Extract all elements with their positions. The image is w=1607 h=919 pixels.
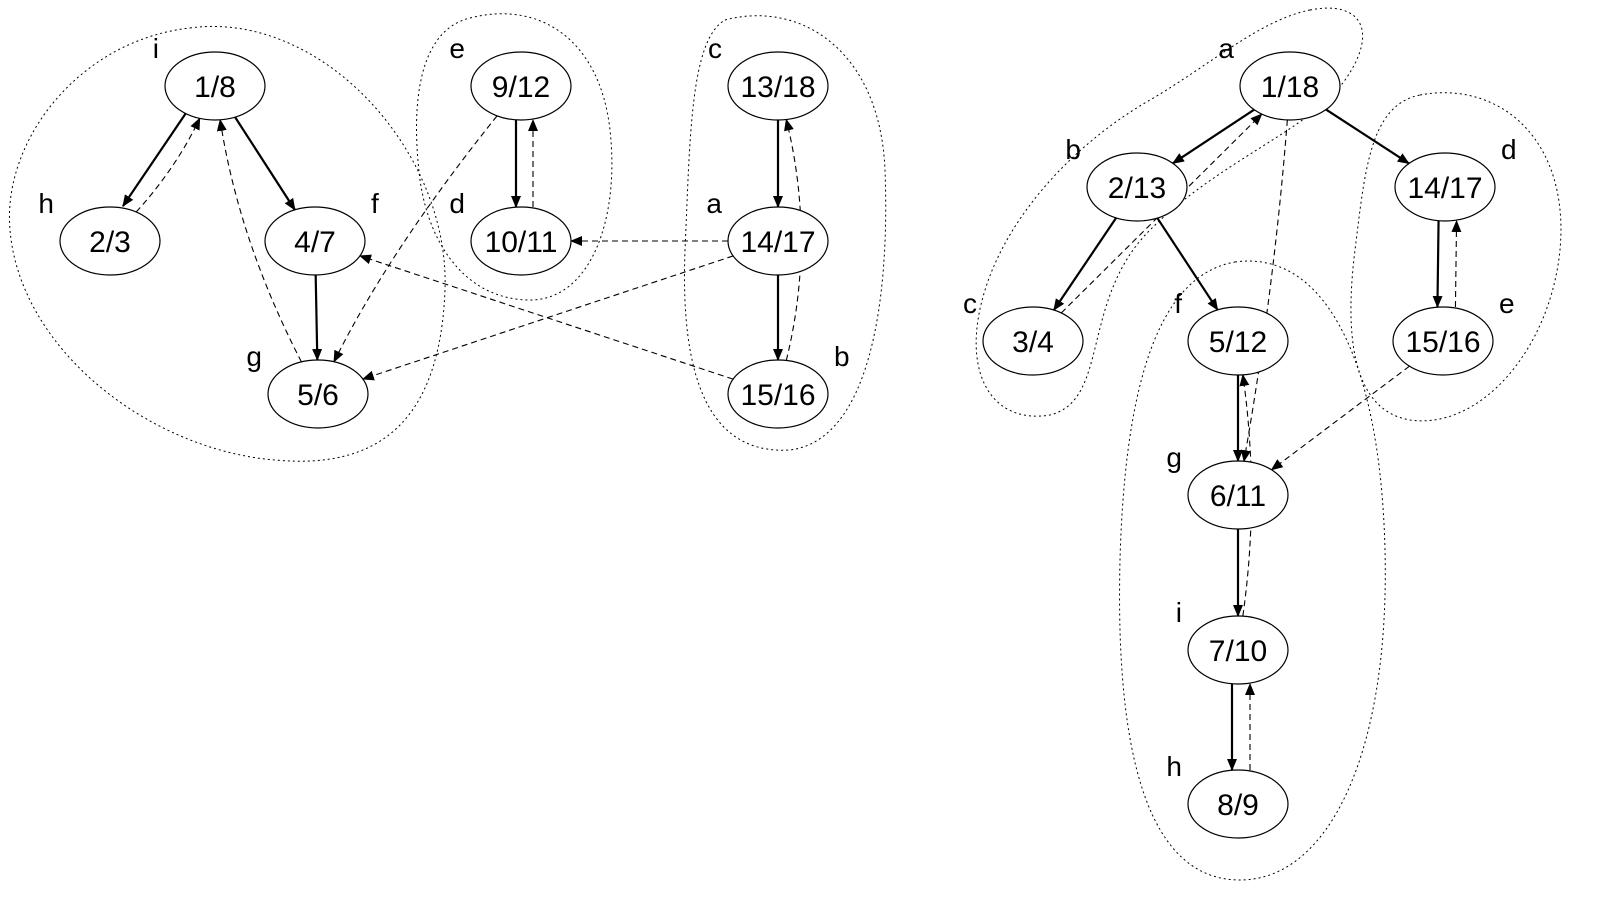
node-g: 5/6 g — [246, 341, 369, 429]
node-shape — [264, 206, 366, 276]
node-value: 3/4 — [1012, 326, 1054, 359]
node-label: h — [1166, 751, 1182, 782]
node-label: e — [449, 33, 465, 64]
node-label: h — [38, 188, 54, 219]
edge-e-to-g — [333, 115, 498, 363]
node-value: 15/16 — [1405, 326, 1480, 359]
node-d: 10/11 d — [449, 188, 572, 276]
node-label: i — [1176, 597, 1182, 628]
node-b: 15/16 b — [727, 341, 850, 429]
node-h: 8/9 h — [1166, 751, 1289, 839]
component-outline-fgih — [1119, 260, 1386, 881]
node-value: 9/12 — [492, 71, 550, 104]
node-e: 15/16 e — [1392, 288, 1515, 376]
node-shape — [470, 51, 572, 121]
node-i: 7/10 i — [1176, 597, 1289, 685]
edge-e-to-g — [1270, 365, 1410, 471]
edge-a-to-g — [1240, 119, 1288, 463]
edge-e-to-d — [1451, 219, 1462, 308]
node-c: 13/18 c — [708, 33, 829, 121]
node-label: a — [1218, 33, 1234, 64]
edge-i-to-f — [234, 116, 296, 211]
node-label: d — [1501, 134, 1517, 165]
node-shape — [727, 51, 829, 121]
node-value: 10/11 — [485, 226, 558, 259]
node-label: i — [153, 33, 159, 64]
node-label: a — [706, 188, 722, 219]
node-shape — [1086, 152, 1188, 222]
node-shape — [727, 206, 829, 276]
node-value: 15/16 — [740, 379, 815, 412]
edge-b-to-c — [1052, 217, 1118, 311]
node-c: 3/4 c — [963, 288, 1084, 376]
node-d: 14/17 d — [1394, 134, 1517, 222]
node-label: f — [371, 188, 379, 219]
node-shape — [1239, 51, 1341, 121]
node-label: e — [1499, 288, 1515, 319]
node-h: 2/3 h — [38, 188, 161, 276]
node-f: 4/7 f — [264, 188, 379, 276]
component-outline-abc — [975, 7, 1363, 417]
node-value: 13/18 — [740, 71, 815, 104]
node-shape — [267, 359, 369, 429]
node-e: 9/12 e — [449, 33, 572, 121]
node-value: 14/17 — [1407, 172, 1482, 205]
node-value: 1/8 — [194, 71, 236, 104]
component-outline-cab — [683, 15, 887, 451]
node-shape — [470, 206, 572, 276]
node-shape — [164, 51, 266, 121]
edge-b-to-f — [359, 254, 734, 380]
node-shape — [1187, 306, 1289, 376]
node-label: c — [708, 33, 722, 64]
edge-a-to-b — [1172, 108, 1255, 165]
edge-b-to-f — [1156, 217, 1219, 311]
node-label: f — [1174, 288, 1182, 319]
node-label: g — [1166, 442, 1182, 473]
node-value: 5/12 — [1209, 326, 1267, 359]
node-value: 7/10 — [1209, 635, 1267, 668]
edge-a-to-d — [1325, 108, 1410, 165]
node-value: 2/3 — [89, 226, 131, 259]
node-label: b — [834, 341, 850, 372]
edge-d-to-e — [1432, 220, 1443, 309]
node-shape — [1394, 152, 1496, 222]
node-value: 8/9 — [1217, 789, 1259, 822]
node-shape — [59, 206, 161, 276]
node-value: 6/11 — [1210, 480, 1266, 513]
node-label: d — [449, 188, 465, 219]
node-value: 1/18 — [1261, 71, 1319, 104]
node-value: 5/6 — [297, 379, 339, 412]
node-shape — [1392, 306, 1494, 376]
edge-g-to-i — [216, 118, 302, 363]
node-shape — [1187, 615, 1289, 685]
node-value: 2/13 — [1108, 172, 1166, 205]
node-f: 5/12 f — [1174, 288, 1289, 376]
node-i: 1/8 i — [153, 33, 266, 121]
node-g: 6/11 g — [1166, 442, 1289, 530]
node-label: g — [246, 341, 262, 372]
node-shape — [1187, 769, 1289, 839]
component-outline-ihfg — [8, 26, 446, 462]
edge-i-to-h — [122, 112, 187, 207]
edge-f-to-g — [312, 274, 323, 362]
edge-h-to-i — [135, 117, 201, 213]
node-value: 14/17 — [740, 226, 815, 259]
node-a: 14/17 a — [706, 188, 829, 276]
node-a: 1/18 a — [1218, 33, 1341, 121]
node-label: b — [1065, 134, 1081, 165]
node-shape — [727, 359, 829, 429]
node-value: 4/7 — [294, 226, 336, 259]
node-b: 2/13 b — [1065, 134, 1188, 222]
node-label: c — [963, 288, 977, 319]
node-shape — [982, 306, 1084, 376]
node-shape — [1187, 460, 1289, 530]
component-outline-ed — [416, 13, 613, 301]
